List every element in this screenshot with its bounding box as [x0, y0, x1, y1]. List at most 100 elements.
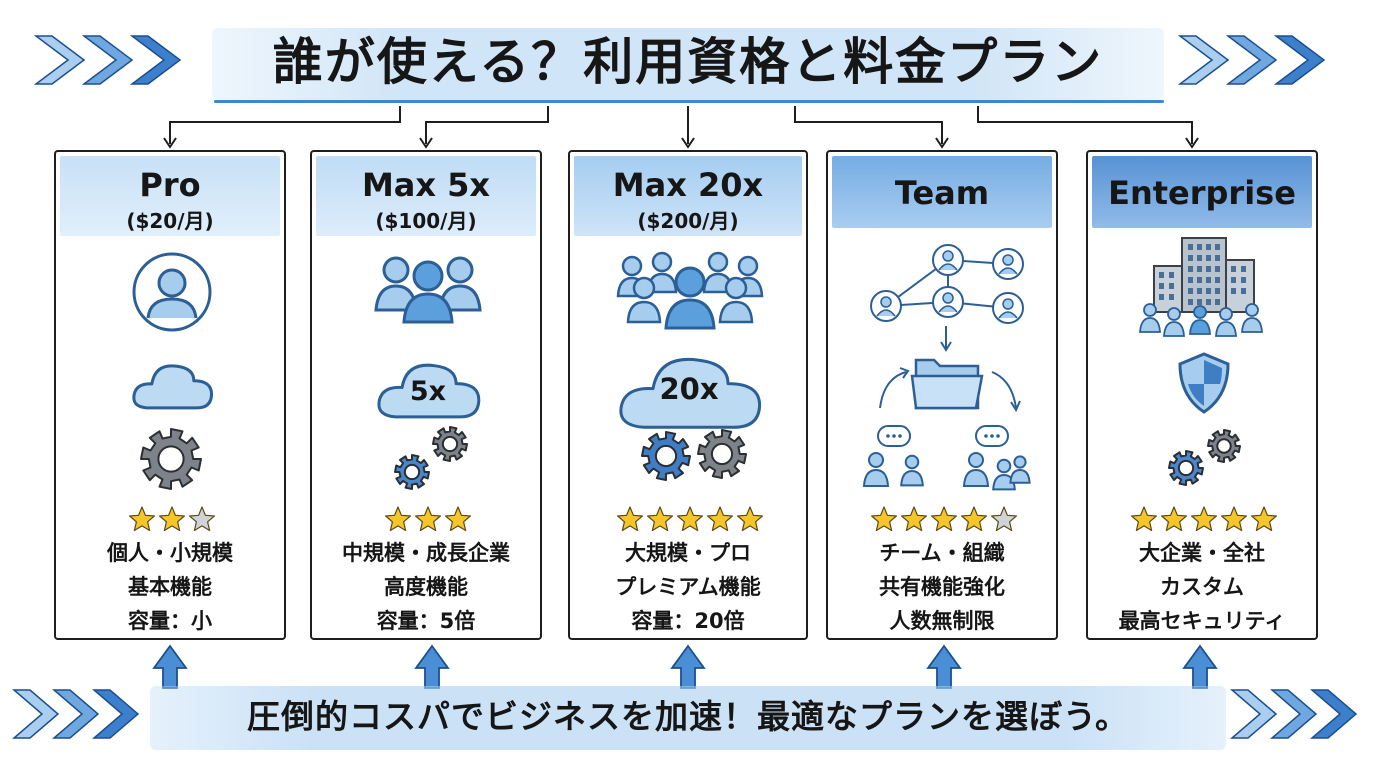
rating-stars	[870, 506, 1017, 532]
plan-card-team: Team チーム・組織 共有機能強化 人数無制限	[826, 150, 1058, 640]
feature-item: 大規模・プロ	[625, 541, 751, 565]
cloud-label: 5x	[409, 376, 447, 407]
feature-list: チーム・組織 共有機能強化 人数無制限	[828, 536, 1056, 638]
feature-item: 容量：20倍	[631, 609, 745, 633]
shared-folder-icon	[879, 326, 1021, 413]
chevron-shape	[33, 35, 86, 85]
star-filled-icon	[128, 506, 156, 532]
star-filled-icon	[414, 506, 441, 532]
star-filled-icon	[870, 506, 898, 532]
star-filled-icon	[445, 506, 471, 532]
star-filled-icon	[1251, 506, 1277, 532]
plan-name: Pro	[139, 166, 201, 204]
feature-list: 個人・小規模 基本機能 容量：小	[56, 536, 284, 638]
star-filled-icon	[676, 506, 703, 532]
feature-item: カスタム	[1160, 575, 1244, 599]
feature-item: 容量：5倍	[376, 609, 476, 633]
users-group-icon	[374, 256, 482, 324]
connector-line	[169, 106, 401, 144]
plan-card-max-5x: Max 5x ($100/月) 5x 中規模・成長企業 高度機能 容量：5倍	[310, 150, 542, 640]
feature-item: 最高セキュリティ	[1118, 609, 1286, 633]
rating-stars	[616, 506, 763, 532]
chevrons-bottom-left-icon	[11, 689, 140, 739]
star-filled-icon	[930, 506, 957, 532]
feature-item: 人数無制限	[889, 609, 995, 633]
feature-item: 共有機能強化	[879, 575, 1005, 599]
star-empty-icon	[991, 506, 1017, 532]
up-arrow-icon	[414, 644, 450, 689]
chevron-shape	[1225, 35, 1278, 85]
plan-header	[60, 156, 280, 236]
feature-item: 大企業・全社	[1139, 541, 1265, 565]
gears-icon	[1168, 429, 1241, 486]
cloud-icon	[377, 363, 481, 419]
chevron-shape	[51, 689, 100, 739]
star-filled-icon	[646, 506, 674, 532]
feature-item: チーム・組織	[879, 541, 1005, 565]
connector-line	[977, 106, 1193, 144]
up-arrow-icon	[152, 644, 188, 689]
chevron-shape	[81, 35, 134, 85]
plan-card-max-20x: Max 20x ($200/月) 20x 大規模・プロ プレミアム機能 容量：2…	[568, 150, 808, 640]
chevrons-top-right-icon	[1177, 35, 1326, 85]
feature-item: 基本機能	[128, 575, 212, 599]
star-filled-icon	[961, 506, 987, 532]
rating-stars	[128, 506, 215, 532]
star-filled-icon	[1160, 506, 1188, 532]
title-banner	[212, 28, 1164, 100]
connector-arrowhead	[163, 137, 177, 149]
up-arrow-icon	[926, 644, 962, 689]
chevron-shape	[129, 35, 182, 85]
chevron-shape	[1269, 689, 1318, 739]
chevrons-top-left-icon	[33, 35, 182, 85]
connector-arrowhead	[935, 137, 949, 149]
star-filled-icon	[707, 506, 733, 532]
chevron-shape	[1177, 35, 1230, 85]
feature-item: 容量：小	[128, 609, 212, 633]
users-crowd-icon	[616, 251, 764, 330]
cloud-icon	[132, 364, 213, 410]
rating-stars	[384, 506, 471, 532]
cloud-label: 20x	[659, 372, 719, 406]
shield-icon	[1178, 352, 1230, 414]
star-filled-icon	[158, 506, 185, 532]
plan-price: ($200/月)	[637, 209, 739, 233]
star-filled-icon	[1221, 506, 1247, 532]
connector-arrowhead	[1185, 137, 1199, 149]
plan-name: Max 20x	[612, 166, 764, 204]
connector-arrowhead	[419, 137, 433, 149]
title-underline	[214, 100, 1164, 103]
connector-arrowhead	[681, 137, 695, 149]
feature-list: 大規模・プロ プレミアム機能 容量：20倍	[570, 536, 806, 638]
chevron-shape	[11, 689, 60, 739]
chevron-shape	[1229, 689, 1278, 739]
star-filled-icon	[737, 506, 763, 532]
plan-header	[832, 156, 1052, 228]
chevron-shape	[1273, 35, 1326, 85]
cloud-icon	[619, 357, 762, 429]
plan-name: Team	[894, 174, 990, 212]
chevron-shape	[91, 689, 140, 739]
star-filled-icon	[1190, 506, 1217, 532]
gear-icon	[140, 428, 202, 490]
feature-item: プレミアム機能	[615, 575, 761, 599]
connector-line	[794, 106, 943, 144]
chat-people-icon	[862, 425, 1031, 491]
plan-name: Max 5x	[361, 166, 491, 204]
feature-item: 個人・小規模	[107, 541, 233, 565]
footer-banner	[150, 686, 1226, 750]
user-circle-icon	[132, 252, 212, 332]
connector-line	[425, 106, 549, 144]
plan-header	[574, 156, 802, 236]
plan-header	[316, 156, 536, 236]
up-arrow-icon	[1182, 644, 1218, 689]
office-building-icon	[1139, 237, 1263, 337]
network-icon	[870, 244, 1024, 324]
plan-header	[1092, 156, 1312, 228]
feature-list: 中規模・成長企業 高度機能 容量：5倍	[312, 536, 540, 638]
footer-text: 圧倒的コスパでビジネスを加速！最適なプランを選ぼう。	[246, 697, 1130, 736]
plan-card-enterprise: Enterprise 大企業・全社 カスタム 最高セキュリティ	[1086, 150, 1318, 640]
plan-price: ($20/月)	[126, 209, 214, 233]
plan-price: ($100/月)	[375, 209, 477, 233]
